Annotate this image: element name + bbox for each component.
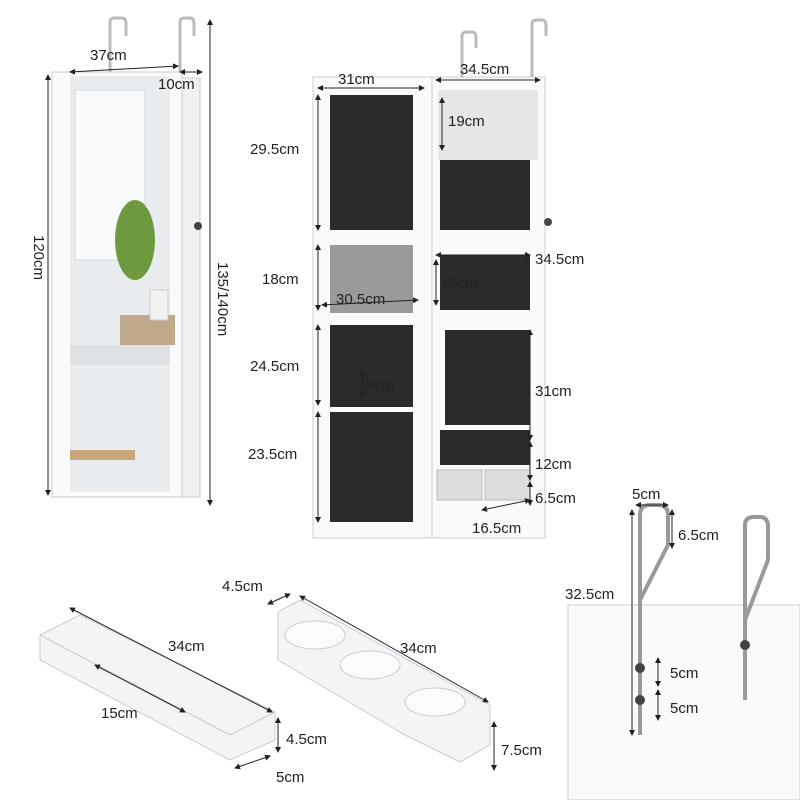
tray-inner-length-label: 15cm [101,705,138,722]
hook-depth-label: 6.5cm [678,527,719,544]
hook-left [460,30,478,77]
lock-icon [194,222,202,230]
cabinet-side [181,77,201,498]
hook-length-label: 32.5cm [565,586,614,603]
second-section-height-label: 18cm [262,271,299,288]
cup-dimension-lines [267,593,497,771]
open-dimension-lines [315,77,541,523]
hook-dimension-lines [629,502,675,736]
bottom-panel [330,412,413,522]
hook-right [178,16,196,72]
stool-reflection [70,450,135,460]
bottom-section-height-label: 23.5cm [248,446,297,463]
drawer-area-height-label: 12cm [535,456,572,473]
screw-icon [635,695,645,705]
hook-detail [567,503,800,800]
body-width-label: 34.5cm [460,61,509,78]
ring-height-label: 9cm [366,377,394,394]
screw-icon [635,663,645,673]
closed-width-label: 37cm [90,47,127,64]
tray-organizer [39,614,276,761]
hook-2 [743,515,770,700]
table-reflection [70,345,170,365]
drawer-width-label: 16.5cm [472,520,521,537]
door-width-label: 31cm [338,71,375,88]
hook-right [530,18,548,77]
tray-body [39,614,276,761]
mirror-height-label: 19cm [448,113,485,130]
drawer-right [484,469,531,501]
drawer-height-label: 6.5cm [535,490,576,507]
tray-height-label: 4.5cm [286,731,327,748]
hook-left [108,16,128,72]
ring-panel [330,325,413,407]
third-section-height-label: 24.5cm [250,358,299,375]
drawer-left [436,469,483,501]
top-section-height-label: 29.5cm [250,141,299,158]
tray-dimension-lines [69,607,281,770]
middle-shelf [440,255,530,310]
closed-total-height-label: 135/140cm [214,262,231,336]
earring-panel [330,95,413,230]
tray-length-label: 34cm [168,638,205,655]
hook-width-label: 5cm [632,486,660,503]
cup-height-label: 7.5cm [501,742,542,759]
tray-width-label: 5cm [276,769,304,786]
closed-height-label: 120cm [30,235,47,280]
closed-depth-label: 10cm [158,76,195,93]
open-cabinet [312,18,552,539]
top-shelf [440,160,530,230]
inner-width-label: 30.5cm [336,291,385,308]
hole-spacing-1-label: 5cm [670,665,698,682]
hole-spacing-2-label: 5cm [670,700,698,717]
cup-depth-label: 4.5cm [222,578,263,595]
shelf-width-label: 34.5cm [535,251,584,268]
inner-mirror [438,90,538,160]
dim-line-width [69,63,179,75]
shelf-height-label: 16cm [441,275,478,292]
vase-reflection [149,289,169,321]
lock-icon [544,218,552,226]
closed-cabinet [51,16,202,498]
screw-icon [740,640,750,650]
lower-body-height-label: 31cm [535,383,572,400]
lower-shelf [440,430,530,465]
cabinet-back [567,604,800,800]
cup-length-label: 34cm [400,640,437,657]
plant-reflection [115,200,155,280]
necklace-area [445,330,530,425]
